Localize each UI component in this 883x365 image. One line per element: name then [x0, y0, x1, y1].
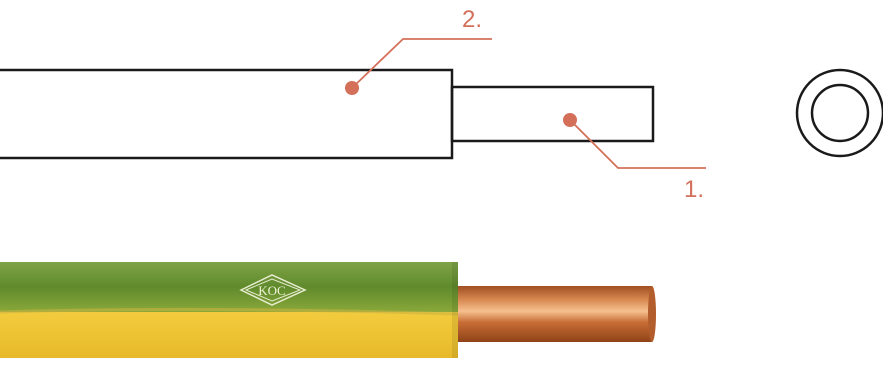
callout-insulation-leader: [351, 38, 492, 89]
conductor-outline: [450, 85, 655, 143]
callout-insulation: 2.: [345, 6, 492, 95]
insulation-outline: [0, 68, 454, 160]
jacket-green-stripe: [0, 262, 458, 312]
koc-logo: KOC: [239, 274, 307, 306]
callout-conductor-label: 1.: [684, 176, 704, 203]
copper-conductor: [452, 286, 652, 342]
jacket-end-shade: [452, 262, 458, 358]
callout-insulation-label: 2.: [462, 6, 482, 33]
copper-conductor-end: [648, 286, 656, 342]
jacket-stripe-edge: [0, 307, 459, 316]
callout-conductor: 1.: [563, 113, 706, 203]
callout-conductor-leader: [569, 119, 706, 169]
cross-section-icon: [795, 68, 883, 158]
cable-photo: KOC: [0, 262, 656, 358]
koc-logo-text: KOC: [258, 283, 285, 298]
